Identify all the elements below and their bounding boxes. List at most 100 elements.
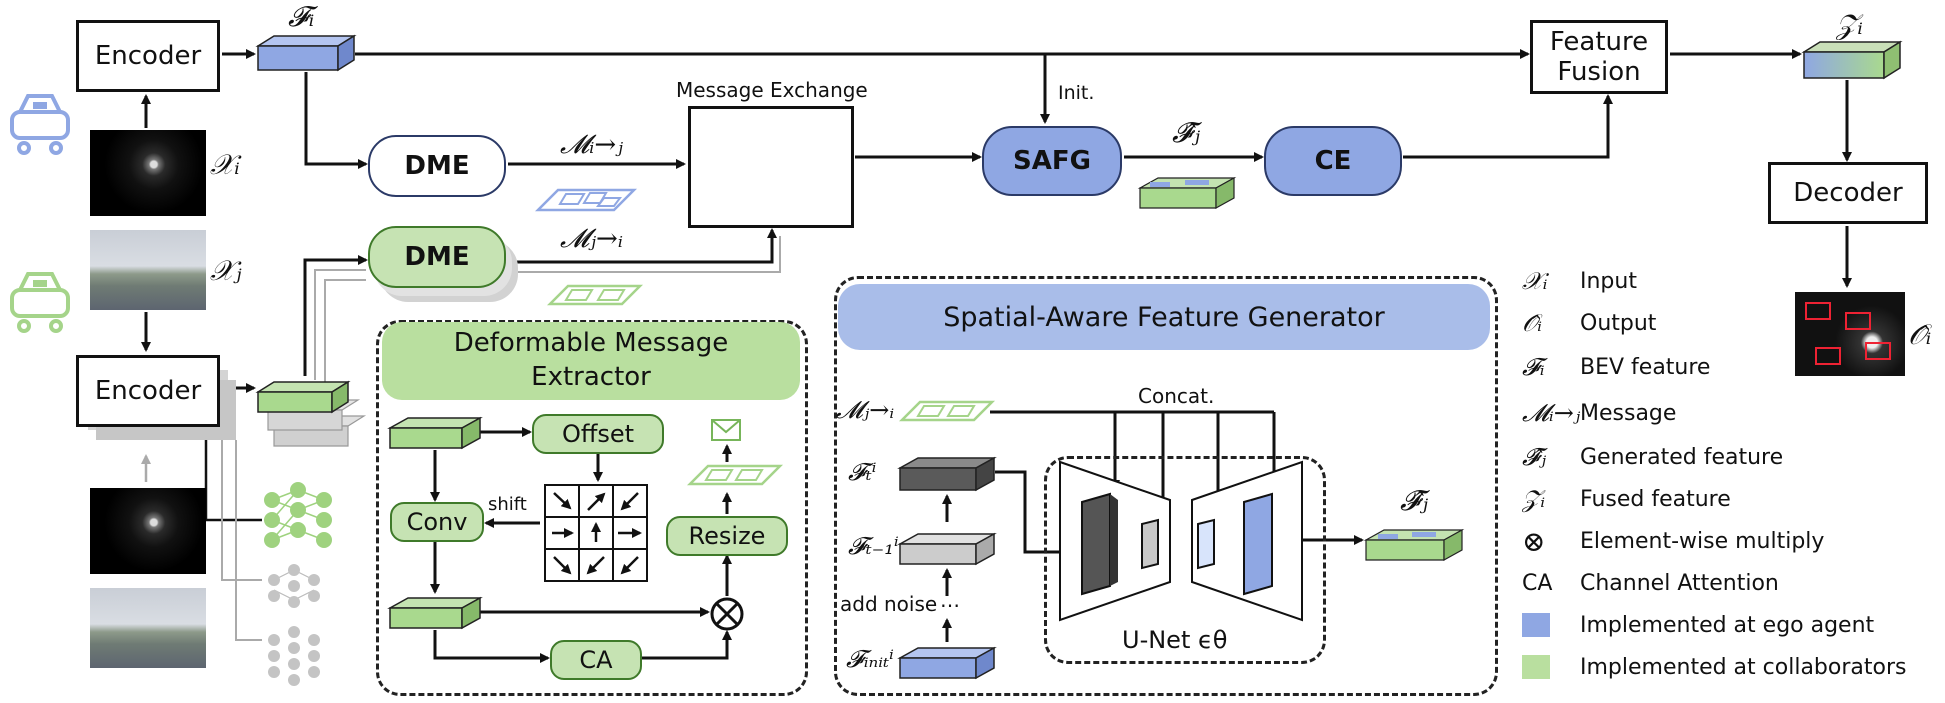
offset-block: Offset (532, 414, 664, 454)
arrow-feature2-to-dme (303, 255, 368, 376)
gray-network-icon (268, 564, 320, 608)
legend-item: Implemented at collaborators (1522, 652, 1906, 682)
legend-text: Element-wise multiply (1580, 528, 1825, 554)
legend-text: Implemented at ego agent (1580, 612, 1875, 638)
ft-tensor (897, 456, 997, 492)
message-exchange-label: Message Exchange (676, 78, 868, 102)
legend-symbol: 𝒳ᵢ (1522, 267, 1548, 295)
collaborator-network-icon (264, 482, 332, 548)
conv-block: Conv (390, 502, 484, 542)
dme-panel-title: Deformable Message Extractor (382, 322, 800, 400)
ego-car-icon (10, 94, 70, 155)
legend-swatch (1522, 655, 1550, 679)
message-ij-label: 𝓜ᵢ→ⱼ (560, 130, 624, 160)
ft1-tensor (897, 532, 997, 566)
multiply-icon (710, 597, 744, 631)
arrow-feat-to-ca (433, 630, 550, 663)
finit-tensor (897, 646, 997, 680)
ft1-label: 𝓕ₜ₋₁ⁱ (848, 532, 899, 560)
message-ji-icon (546, 284, 644, 306)
feature-zi-tensor (1801, 40, 1903, 80)
lidar-image-collaborator (90, 488, 206, 574)
legend-text: Input (1580, 268, 1637, 294)
arrow-ca-to-multiply (640, 630, 732, 660)
feature-fi-label: 𝓕ᵢ (288, 0, 315, 33)
legend-item: 𝒳ᵢ Input (1522, 266, 1637, 296)
arrow-dme2-to-exchange (508, 228, 777, 264)
safg-output-tensor (1363, 528, 1465, 562)
message-safg-icon (898, 400, 996, 422)
safg-panel (834, 276, 1498, 696)
legend-text: Channel Attention (1580, 570, 1779, 596)
dme-input-tensor (387, 416, 483, 450)
legend-swatch (1522, 613, 1550, 637)
input-xi-label: 𝒳ᵢ (210, 148, 240, 181)
add-noise-label: add noise (840, 592, 938, 616)
legend-text: Fused feature (1580, 486, 1731, 512)
legend-symbol: 𝓕ᵢ (1522, 353, 1545, 381)
ce-block: CE (1264, 126, 1402, 196)
dme-collaborator: DME (368, 226, 506, 288)
output-oi-label: 𝒪̂ᵢ (1908, 318, 1932, 351)
legend-symbol: ⊗ (1522, 524, 1546, 558)
arrow-ce-to-fusion (1403, 94, 1613, 159)
arrow-feature-to-dme (304, 72, 368, 169)
dme-panel (376, 320, 808, 696)
ca-block: CA (550, 640, 642, 680)
legend-symbol: 𝒪̂ᵢ (1522, 309, 1542, 337)
envelope-icon (711, 419, 741, 441)
safg-message-label: 𝓜ⱼ→ᵢ (836, 396, 895, 424)
feature-fj-tensor-stack (255, 380, 367, 447)
offset-grid-icon (544, 484, 648, 582)
message-dme-icon (686, 464, 784, 486)
gray-network-icon-2 (268, 626, 320, 686)
input-xj-label: 𝒳ⱼ (210, 254, 242, 287)
legend-item: ⊗ Element-wise multiply (1522, 524, 1825, 558)
generated-fj-label: 𝓕̂ⱼ (1172, 116, 1201, 149)
dme-conv-output-tensor (387, 596, 483, 630)
detection-output-image (1795, 292, 1905, 376)
encoder-ego: Encoder (76, 20, 220, 92)
encoder-collaborator: Encoder (76, 355, 220, 427)
message-ij-icon (534, 188, 638, 212)
ft-label: 𝓕ₜⁱ (848, 458, 877, 486)
fused-zi-label: 𝒵ᵢ (1836, 8, 1863, 41)
safg-panel-title: Spatial-Aware Feature Generator (838, 284, 1490, 350)
legend-item: 𝓕̂ⱼ Generated feature (1522, 442, 1783, 472)
arrow-ft-to-unet (995, 470, 1080, 557)
lidar-image-ego (90, 130, 206, 216)
safg-output-label: 𝓕̂ⱼ (1400, 484, 1429, 517)
legend-symbol: CA (1522, 570, 1553, 596)
unet-shape (1059, 460, 1303, 622)
collaborator-car-icon (10, 272, 70, 333)
concat-label: Concat. (1138, 384, 1215, 408)
camera-image-collaborator (90, 230, 206, 310)
noise-ellipsis: … (940, 588, 960, 612)
generated-feature-tensor (1137, 176, 1237, 210)
legend-item: Implemented at ego agent (1522, 610, 1874, 640)
message-ji-label: 𝓜ⱼ→ᵢ (560, 224, 624, 254)
unet-label: U-Net ϵθ (1122, 626, 1228, 654)
resize-block: Resize (666, 516, 788, 556)
dme-panel-title-line2: Extractor (531, 362, 651, 392)
feature-fusion-block: Feature Fusion (1530, 20, 1668, 94)
dme-panel-title-line1: Deformable Message (453, 328, 729, 358)
legend-symbol: 𝓕̂ⱼ (1522, 443, 1547, 471)
dme-ego: DME (368, 135, 506, 197)
legend-text: Message (1580, 400, 1677, 426)
feature-fi-tensor (255, 34, 357, 72)
message-exchange-box (688, 106, 854, 228)
decoder-block: Decoder (1768, 162, 1928, 224)
legend-text: Generated feature (1580, 444, 1784, 470)
shift-label: shift (488, 494, 527, 515)
camera-image-collaborator-2 (90, 588, 206, 668)
unet-frame (1044, 456, 1326, 664)
legend-item: CA Channel Attention (1522, 568, 1779, 598)
legend-symbol: 𝓜ᵢ→ⱼ (1522, 399, 1581, 427)
